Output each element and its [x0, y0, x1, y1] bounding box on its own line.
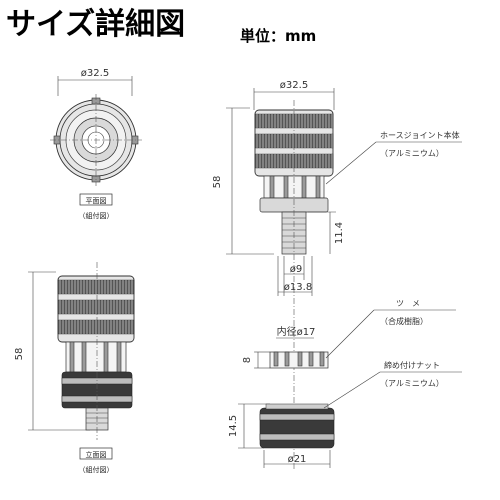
exploded-thread-length-label: 11.4: [334, 222, 345, 244]
plan-view: ø32.5 平面図 （組付図）: [50, 68, 142, 220]
hose-joint-material: （アルミニウム）: [380, 149, 444, 158]
hose-joint-name: ホースジョイント本体: [380, 130, 460, 140]
nut-diameter-label: ø21: [288, 454, 307, 465]
elevation-height-label: 58: [14, 348, 25, 361]
plan-diameter-label: ø32.5: [81, 68, 109, 79]
exploded-top-diameter-label: ø32.5: [280, 80, 308, 91]
unit-label: 単位：mm: [240, 27, 316, 45]
claw-name: ツ メ: [396, 299, 420, 308]
elevation-subcaption: （組付図）: [79, 465, 114, 474]
drawing-title: サイズ詳細図: [6, 7, 185, 42]
exploded-view: ø32.5 58 11.4 ø9 ø13: [212, 80, 462, 470]
claw-height-label: 8: [242, 357, 253, 363]
elevation-view: 58 立面図 （組付図）: [14, 262, 135, 474]
nut-height-label: 14.5: [228, 415, 239, 437]
hose-joint-callout: ホースジョイント本体 （アルミニウム）: [325, 130, 462, 185]
elevation-caption: 立面図: [86, 450, 107, 459]
nut-part: [259, 403, 335, 449]
claw-part: [269, 351, 329, 369]
nut-callout: 締め付けナット （アルミニウム）: [323, 360, 462, 409]
exploded-small-diameter-label: ø9: [290, 264, 302, 275]
nut-material: （アルミニウム）: [380, 379, 444, 388]
claw-callout: ツ メ （合成樹脂）: [325, 299, 456, 359]
plan-caption: 平面図: [86, 197, 107, 205]
claw-inner-diameter-label: 内径ø17: [277, 325, 316, 338]
claw-material: （合成樹脂）: [380, 316, 428, 326]
nut-name: 締め付けナット: [384, 360, 440, 370]
plan-subcaption: （組付図）: [79, 211, 114, 220]
exploded-height-label: 58: [212, 176, 223, 189]
exploded-bottom-diameter-label: ø13.8: [284, 282, 312, 293]
